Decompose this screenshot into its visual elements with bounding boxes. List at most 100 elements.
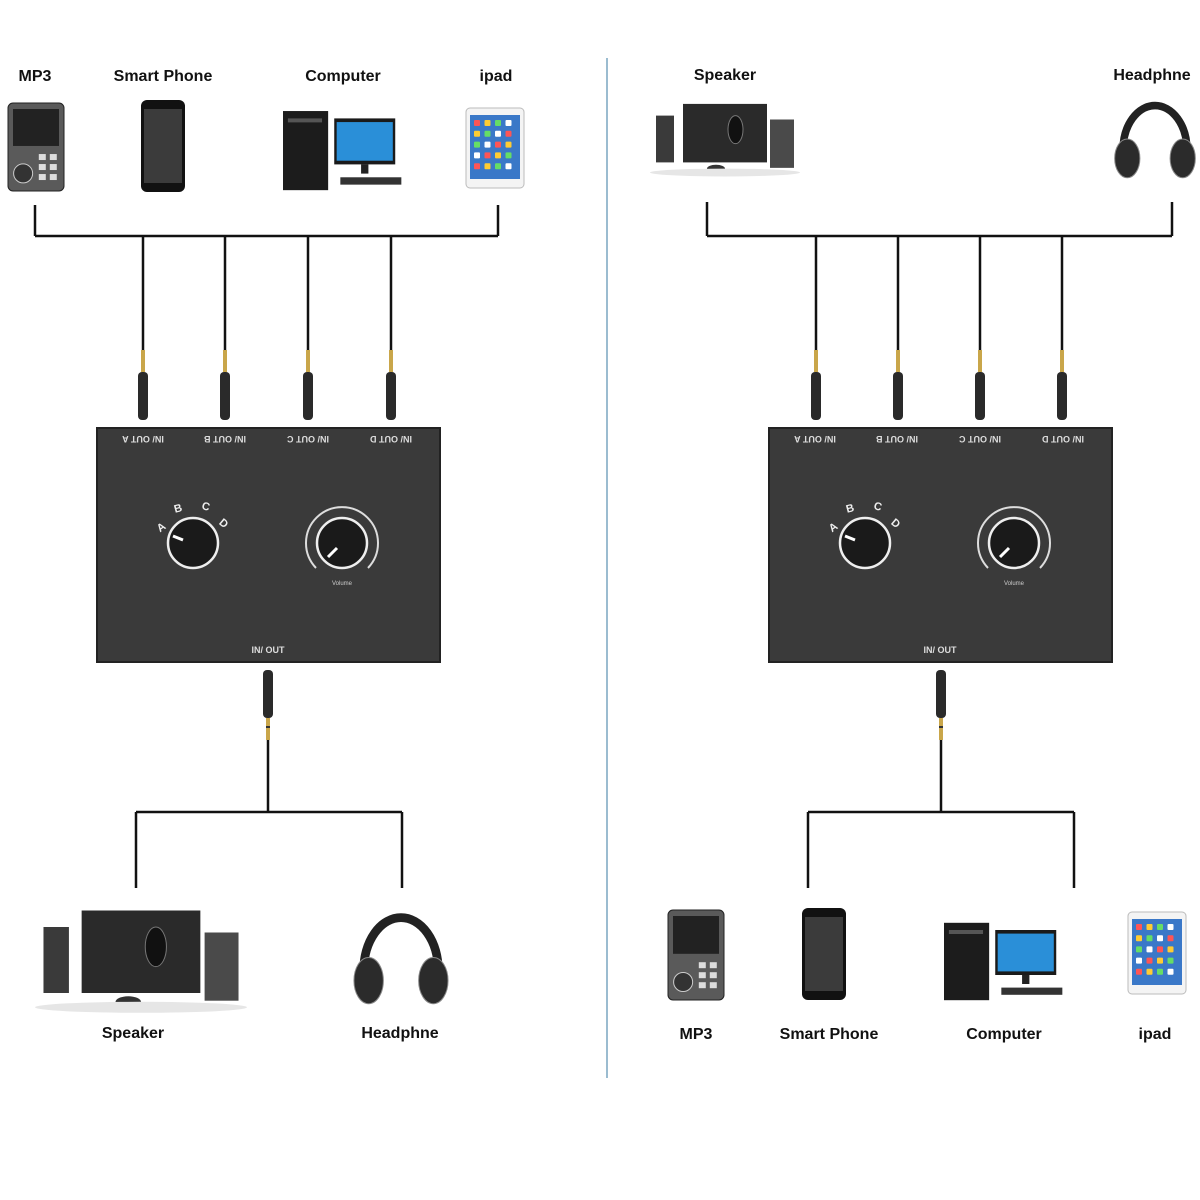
mp3-key xyxy=(698,972,706,979)
volume-arc xyxy=(977,506,1051,569)
app-tile xyxy=(474,130,480,137)
device-item: Headphne xyxy=(353,913,449,1042)
selector-pointer xyxy=(844,534,856,542)
app-tile xyxy=(1167,935,1174,942)
mp3-screen xyxy=(13,109,59,146)
app-tile xyxy=(505,130,512,137)
app-tile xyxy=(474,141,480,148)
keyboard xyxy=(340,177,402,185)
mp3-key xyxy=(709,982,717,989)
mp3-wheel xyxy=(13,163,34,184)
selector-letter: B xyxy=(845,502,856,516)
volume-pointer xyxy=(998,546,1011,559)
top-devices: Speaker Headphne xyxy=(650,67,1196,179)
plug-pin xyxy=(306,350,310,372)
app-tile xyxy=(1136,924,1142,930)
plug-pin xyxy=(814,350,818,372)
plug-housing xyxy=(263,670,273,718)
woofer xyxy=(727,115,744,145)
ear-cup-left xyxy=(1114,138,1141,179)
volume-arc xyxy=(305,506,379,569)
headphone-icon xyxy=(1114,101,1196,179)
device-item: Headphne xyxy=(1113,67,1196,179)
app-tile xyxy=(495,163,501,170)
phone-screen xyxy=(805,917,843,991)
app-tile xyxy=(1157,968,1163,975)
device-item: Computer xyxy=(944,922,1063,1043)
device-item: MP3 xyxy=(667,909,725,1043)
mp3-key xyxy=(709,972,717,979)
satellite-left xyxy=(656,115,674,163)
audio-jack-plug xyxy=(303,350,313,420)
mp3-key xyxy=(709,962,717,969)
selector-letter: B xyxy=(173,502,184,516)
monitor-screen xyxy=(997,933,1054,972)
device-item: Smart Phone xyxy=(780,908,878,1043)
app-tile xyxy=(1146,957,1153,964)
port-label: IN/ OUT B xyxy=(876,434,918,444)
tower xyxy=(944,922,990,1001)
device-item: Computer xyxy=(283,68,402,191)
mp3-key xyxy=(698,962,706,969)
device-item: Smart Phone xyxy=(114,68,213,192)
plug-housing xyxy=(975,372,985,420)
ear-cup-left xyxy=(353,957,384,1005)
app-tile xyxy=(484,130,491,137)
device-label: Headphne xyxy=(361,1025,438,1042)
port-label: IN/ OUT C xyxy=(287,434,329,444)
selector-pointer xyxy=(172,534,184,542)
port-label: IN/ OUT A xyxy=(794,434,836,444)
audio-jack-plug xyxy=(263,670,273,740)
device-label: Headphne xyxy=(1113,67,1190,84)
switch-body xyxy=(768,427,1113,663)
audio-jack-plug xyxy=(893,350,903,420)
plug-housing xyxy=(1057,372,1067,420)
woofer xyxy=(144,926,167,968)
app-tile xyxy=(505,152,512,159)
app-tile xyxy=(505,141,512,148)
plug-housing xyxy=(893,372,903,420)
headband xyxy=(359,913,443,971)
app-tile xyxy=(474,120,480,126)
plug-housing xyxy=(138,372,148,420)
selector-knob xyxy=(838,516,892,570)
app-tile xyxy=(1157,957,1163,964)
bottom-port-label: IN/ OUT xyxy=(924,645,958,655)
app-tile xyxy=(505,163,512,170)
speaker-system-icon xyxy=(650,103,800,177)
app-tile xyxy=(495,120,501,126)
monitor-screen xyxy=(336,122,393,161)
audio-jack-plug xyxy=(811,350,821,420)
volume-knob xyxy=(315,516,369,570)
mp3-key xyxy=(698,982,706,989)
desktop-computer-icon xyxy=(283,111,402,191)
audio-jack-plug xyxy=(1057,350,1067,420)
plug-housing xyxy=(811,372,821,420)
app-tile xyxy=(1136,968,1142,975)
audio-jack-plug xyxy=(975,350,985,420)
app-tile xyxy=(1146,924,1153,930)
port-label: IN/ OUT B xyxy=(204,434,246,444)
device-label: Speaker xyxy=(694,67,756,84)
mp3-player-icon xyxy=(667,909,725,1001)
app-tile xyxy=(505,120,512,126)
plug-housing xyxy=(936,670,946,718)
port-label: IN/ OUT C xyxy=(959,434,1001,444)
ear-cup-right xyxy=(1169,138,1196,179)
app-tile xyxy=(484,141,491,148)
device-label: Smart Phone xyxy=(114,68,213,85)
plug-pin xyxy=(141,350,145,372)
monitor-stand xyxy=(1022,975,1030,984)
speaker-system-icon xyxy=(35,910,247,1013)
device-item: ipad xyxy=(465,68,525,189)
app-tile xyxy=(474,152,480,159)
smartphone-icon xyxy=(802,908,846,1000)
audio-jack-plug xyxy=(936,670,946,740)
mp3-wheel xyxy=(673,971,694,993)
smartphone-icon xyxy=(141,100,185,192)
device-label: MP3 xyxy=(680,1026,713,1043)
plug-pin xyxy=(1060,350,1064,372)
